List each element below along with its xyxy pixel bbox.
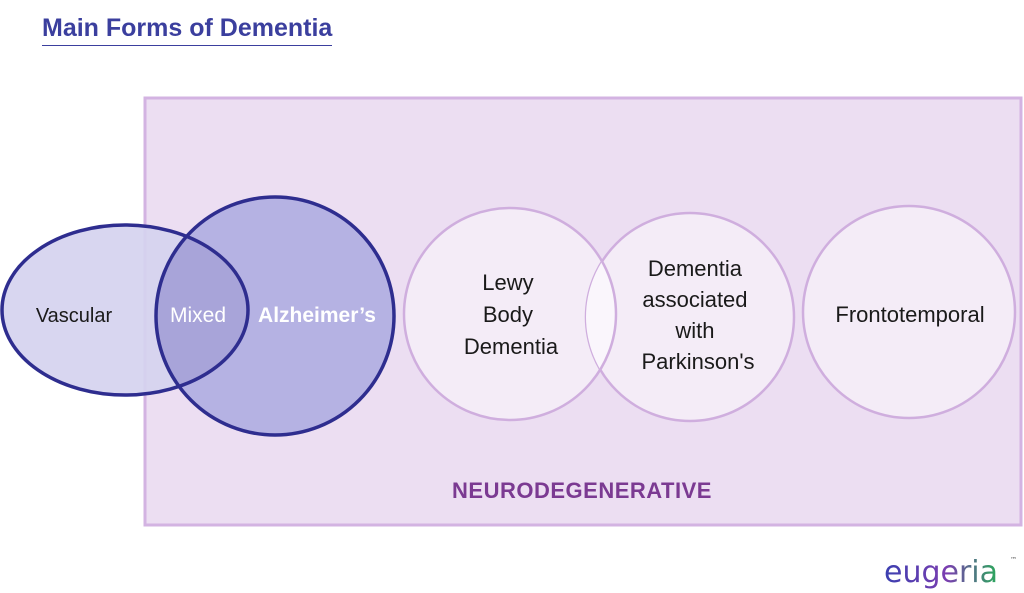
mixed-overlap [156, 225, 248, 395]
vascular-label: Vascular [36, 305, 113, 327]
parkinsons-label: Dementia associated with Parkinson's [641, 256, 754, 374]
vascular-outline [0, 223, 250, 397]
parkinsons-label-line-3: with [674, 318, 714, 343]
lewy-body-label-line-1: Lewy [482, 270, 533, 295]
eugeria-logo-text: eugeria [884, 555, 998, 590]
lewy-body-label: Lewy Body Dementia [464, 270, 559, 359]
parkinsons-label-line-4: Parkinson's [641, 349, 754, 374]
page-title: Main Forms of Dementia [42, 14, 333, 46]
alzheimers-outline [154, 195, 396, 437]
frontotemporal-circle [801, 204, 1017, 420]
neurodegenerative-label: NEURODEGENERATIVE [452, 478, 712, 503]
lewy-body-label-line-3: Dementia [464, 334, 559, 359]
parkinsons-label-line-2: associated [642, 287, 747, 312]
lewy-body-label-line-2: Body [483, 302, 533, 327]
eugeria-logo: eugeria [884, 555, 998, 590]
frontotemporal-label: Frontotemporal [835, 302, 984, 327]
mixed-label: Mixed [170, 304, 226, 327]
lewy-parkinsons-overlap [586, 213, 618, 421]
trademark-mark: ™ [1010, 556, 1017, 564]
parkinsons-label-line-1: Dementia [648, 256, 743, 281]
alzheimers-label: Alzheimer’s [258, 304, 376, 327]
